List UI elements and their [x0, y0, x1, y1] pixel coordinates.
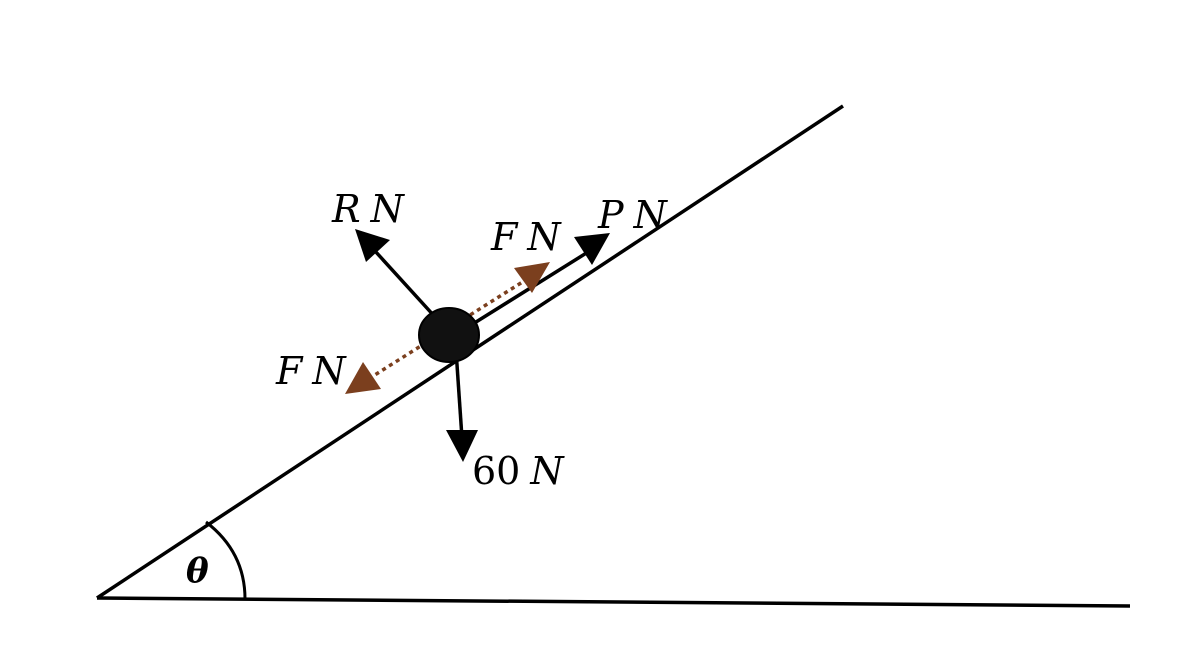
normal-force-shaft: [373, 249, 438, 320]
push-force-arrowhead: [574, 233, 610, 265]
normal-force-arrowhead: [355, 229, 390, 262]
particle: [418, 307, 480, 363]
weight-force-value: 60: [472, 449, 520, 493]
weight-force-arrowhead: [446, 430, 478, 462]
weight-force-shaft: [454, 349, 464, 439]
friction-up-unit: N: [526, 215, 562, 259]
push-force-unit: N: [633, 193, 669, 237]
friction-up-arrowhead: [514, 262, 550, 293]
normal-force-symbol: R: [331, 187, 361, 231]
friction-dotted-line: [361, 274, 533, 385]
normal-force-unit: N: [370, 187, 406, 231]
ground-line: [96, 596, 1131, 608]
angle-arc: [205, 520, 247, 600]
angle-label: θ: [186, 551, 209, 591]
weight-force-unit: N: [529, 449, 565, 493]
friction-up-symbol: F: [490, 215, 519, 259]
friction-down-arrowhead: [345, 362, 381, 394]
friction-down-unit: N: [311, 349, 347, 393]
friction-down-symbol: F: [275, 349, 304, 393]
push-force-symbol: P: [597, 193, 625, 237]
